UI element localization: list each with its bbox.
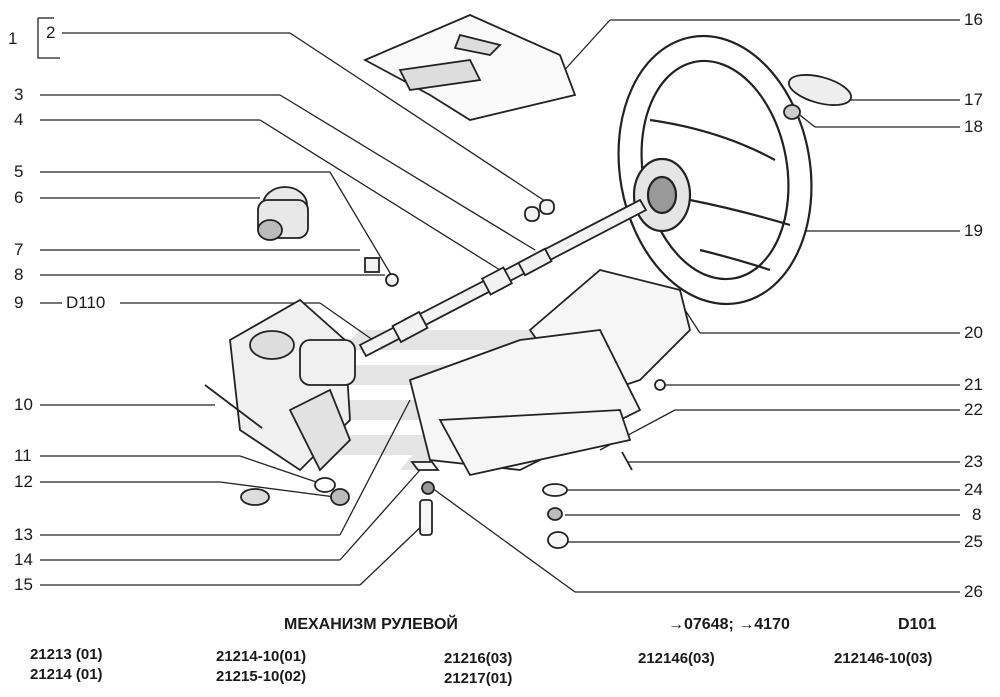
label-18: 18 bbox=[964, 117, 983, 136]
steering-wheel bbox=[617, 34, 813, 306]
label-5: 5 bbox=[14, 162, 24, 181]
model-code: 21217(01) bbox=[444, 670, 513, 687]
horn-cover bbox=[783, 74, 852, 120]
label-20: 20 bbox=[964, 323, 983, 342]
label-6: 6 bbox=[14, 188, 24, 207]
label-22: 22 bbox=[964, 400, 983, 419]
mounting-bracket bbox=[362, 14, 577, 121]
model-code: 212146-10(03) bbox=[834, 650, 933, 667]
ref-codes: →07648; →4170 bbox=[668, 616, 790, 633]
page-code: D101 bbox=[898, 616, 937, 633]
model-code: 212146(03) bbox=[638, 650, 715, 667]
column-housing bbox=[408, 269, 691, 549]
label-7: 7 bbox=[14, 240, 24, 259]
label-21: 21 bbox=[964, 375, 983, 394]
label-11: 11 bbox=[14, 446, 32, 465]
label-8: 8 bbox=[14, 265, 24, 284]
model-code: 21214 (01) bbox=[30, 666, 103, 683]
label-8-right: 8 bbox=[972, 505, 982, 524]
steering-gearbox bbox=[204, 298, 356, 506]
label-3: 3 bbox=[14, 85, 24, 104]
model-code: 21215-10(02) bbox=[216, 668, 307, 685]
model-code: 21214-10(01) bbox=[216, 648, 307, 665]
callout-d110: D110 bbox=[66, 293, 106, 312]
label-26: 26 bbox=[964, 582, 983, 601]
label-24: 24 bbox=[964, 480, 983, 499]
label-9: 9 bbox=[14, 293, 24, 312]
label-16: 16 bbox=[964, 10, 983, 29]
label-4: 4 bbox=[14, 110, 24, 129]
model-code: 21216(03) bbox=[444, 650, 513, 667]
label-14: 14 bbox=[14, 550, 33, 569]
diagram-title: МЕХАНИЗМ РУЛЕВОЙ bbox=[284, 616, 458, 633]
leader-lines bbox=[37, 17, 960, 593]
label-2: 2 bbox=[46, 23, 56, 42]
label-10: 10 bbox=[14, 395, 33, 414]
label-19: 19 bbox=[964, 221, 983, 240]
label-1: 1 bbox=[8, 29, 18, 48]
rubber-bushing bbox=[257, 186, 309, 241]
model-code: 21213 (01) bbox=[30, 646, 103, 663]
label-23: 23 bbox=[964, 452, 983, 471]
label-15: 15 bbox=[14, 575, 33, 594]
label-17: 17 bbox=[964, 90, 983, 109]
label-12: 12 bbox=[14, 472, 33, 491]
label-13: 13 bbox=[14, 525, 33, 544]
label-25: 25 bbox=[964, 532, 983, 551]
steering-shaft bbox=[358, 198, 648, 358]
